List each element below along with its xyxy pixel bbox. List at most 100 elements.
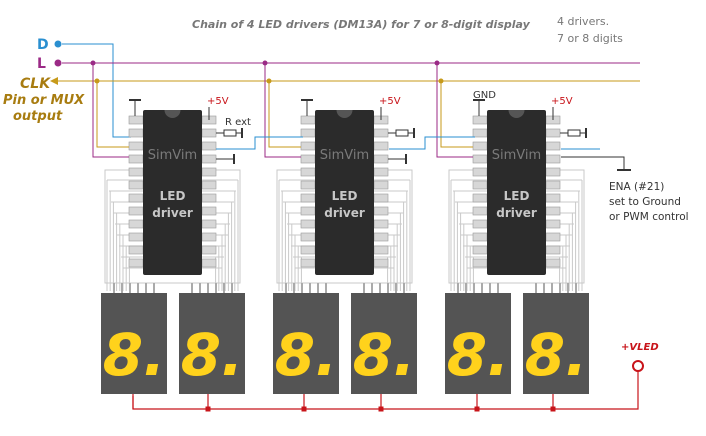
rext-label: R ext xyxy=(225,117,251,128)
display-body xyxy=(351,293,417,394)
chip-pin-left xyxy=(128,232,144,242)
chip-pin-left xyxy=(300,167,316,177)
chip-pin-right xyxy=(545,206,561,216)
chip-pin-left xyxy=(472,141,488,151)
chip-pin-right xyxy=(545,193,561,203)
diagram-title: Chain of 4 LED drivers (DM13A) for 7 or … xyxy=(192,18,531,31)
chip-pin-left xyxy=(128,206,144,216)
clk-drop xyxy=(96,81,129,148)
chip-label-line2: driver xyxy=(324,206,365,220)
chip-pin-right xyxy=(201,167,217,177)
chip-notch xyxy=(336,110,353,118)
display-pin xyxy=(293,283,295,293)
chip-pin-left xyxy=(300,232,316,242)
chip-pin-left xyxy=(300,206,316,216)
display-pin xyxy=(395,283,397,293)
chip-pin-left xyxy=(300,245,316,255)
chip-pin-right xyxy=(373,206,389,216)
chip-pin-left xyxy=(472,245,488,255)
display-pin xyxy=(371,283,373,293)
clk-junction xyxy=(94,78,100,84)
note-drivers: 4 drivers. xyxy=(557,15,609,28)
chip-pin-right xyxy=(201,219,217,229)
chip-pin-right xyxy=(545,154,561,164)
chip-pin-right xyxy=(545,167,561,177)
clk-arrow xyxy=(50,77,58,85)
display-pin xyxy=(559,283,561,293)
display-pin xyxy=(309,283,311,293)
d-line xyxy=(62,43,131,138)
led-driver-chip xyxy=(315,110,374,275)
chip-pin-right xyxy=(201,180,217,190)
led-driver-chip xyxy=(487,110,546,275)
chip-pin-left xyxy=(472,180,488,190)
watermark: SimVim xyxy=(148,148,197,163)
chip-pin-left xyxy=(472,206,488,216)
vled-terminal xyxy=(632,360,644,372)
clk-junction xyxy=(438,78,444,84)
chip-pin-left xyxy=(128,167,144,177)
display-pin xyxy=(317,283,319,293)
display-pin xyxy=(325,283,327,293)
rext-resistor xyxy=(567,129,581,137)
vled-junction xyxy=(378,406,384,412)
display-pin xyxy=(363,283,365,293)
l-junction xyxy=(262,60,268,66)
l-drop xyxy=(92,63,129,158)
display-pin xyxy=(137,283,139,293)
chip-pin-left xyxy=(300,154,316,164)
display-pin xyxy=(481,283,483,293)
display-pin xyxy=(207,283,209,293)
chip-pin-right xyxy=(545,128,561,138)
chip-pin-right xyxy=(201,141,217,151)
clk-label: CLK xyxy=(20,76,51,92)
chip-pin-right xyxy=(545,141,561,151)
display-pin xyxy=(575,283,577,293)
chip-pin-right xyxy=(373,219,389,229)
chip-pin-right xyxy=(373,193,389,203)
display-pin xyxy=(535,283,537,293)
chip-pin-left xyxy=(300,141,316,151)
display-pin xyxy=(301,283,303,293)
seven-segment-display: 8. xyxy=(523,283,589,394)
output-frame xyxy=(276,169,413,284)
ena-note-ground: set to Ground xyxy=(609,196,681,208)
vcc-label: +5V xyxy=(207,96,229,107)
display-pin xyxy=(379,283,381,293)
led-driver-chip xyxy=(143,110,202,275)
watermark: SimVim xyxy=(320,148,369,163)
chip-pin-right xyxy=(373,180,389,190)
display-pin xyxy=(121,283,123,293)
clk-junction xyxy=(266,78,272,84)
chip-label-line1: LED xyxy=(160,189,186,203)
seven-segment-display: 8. xyxy=(445,283,511,394)
display-body xyxy=(273,293,339,394)
chip-pin-right xyxy=(201,206,217,216)
chip-label-line2: driver xyxy=(152,206,193,220)
note-digits: 7 or 8 digits xyxy=(557,32,623,45)
display-pin xyxy=(215,283,217,293)
chip-pin-right xyxy=(201,232,217,242)
watermark: SimVim xyxy=(492,148,541,163)
chip-pin-left xyxy=(472,154,488,164)
digit-glyph: 8. xyxy=(525,321,587,389)
chip-pin-right xyxy=(373,141,389,151)
display-pin xyxy=(191,283,193,293)
output-frame xyxy=(448,169,585,284)
vled-label: +VLED xyxy=(621,342,659,353)
chip-pin-left xyxy=(128,245,144,255)
display-pin xyxy=(199,283,201,293)
chip-pin-right xyxy=(201,245,217,255)
seven-segment-display: 8. xyxy=(179,283,245,394)
ena-note-pwm: or PWM control xyxy=(609,211,689,223)
chip-pin-right xyxy=(545,258,561,268)
gnd-label: GND xyxy=(473,90,496,101)
chip-pin-right xyxy=(373,245,389,255)
chip-notch xyxy=(164,110,181,118)
chip-pin-left xyxy=(472,128,488,138)
display-pin xyxy=(285,283,287,293)
display-pin xyxy=(543,283,545,293)
chip-pin-right xyxy=(545,232,561,242)
chip-pin-left xyxy=(472,167,488,177)
